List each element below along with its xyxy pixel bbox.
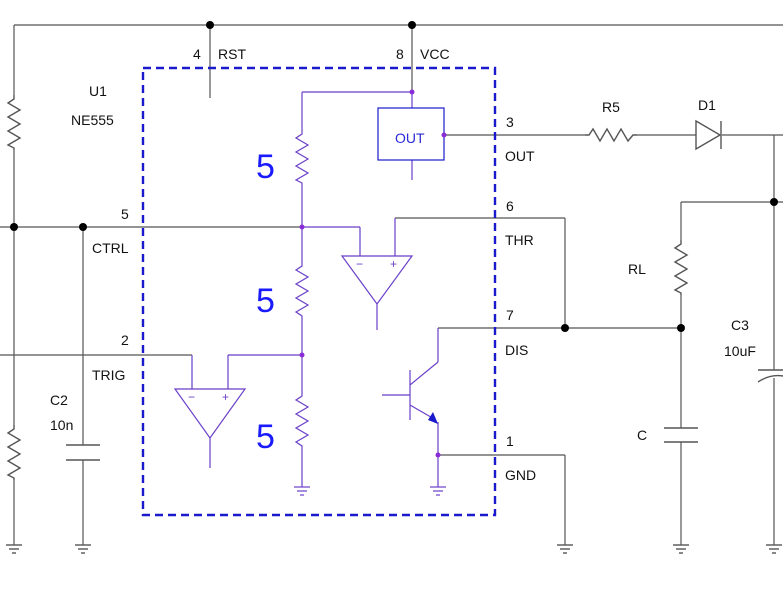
pin-4-number: 4 — [193, 46, 201, 62]
divider-value-bottom: 5 — [256, 418, 275, 456]
junction-dot — [561, 324, 569, 332]
divider-value-top: 5 — [256, 148, 275, 186]
junction-dot — [677, 324, 685, 332]
diode-d1 — [695, 119, 722, 151]
ic-ref-label: U1 — [89, 83, 107, 99]
pin-2-number: 2 — [121, 332, 129, 348]
pin-3-name: OUT — [505, 148, 535, 164]
comparator-trigger-plus: + — [222, 390, 229, 404]
c2-ref-label: C2 — [50, 392, 68, 408]
pin-7-name: DIS — [505, 342, 528, 358]
out-block — [377, 107, 445, 161]
external-wiring — [0, 24, 783, 545]
divider-resistor-top — [294, 130, 310, 185]
ic-part-label: NE555 — [71, 112, 114, 128]
ground-icon — [294, 486, 310, 496]
resistor-r-left-top — [6, 95, 22, 150]
ground-icon — [673, 544, 689, 554]
divider-resistor-bottom — [294, 392, 310, 448]
comparator-threshold-plus: + — [390, 257, 397, 271]
pin-3-number: 3 — [506, 114, 514, 130]
divider-resistor-middle — [294, 262, 310, 318]
r5-ref-label: R5 — [602, 99, 620, 115]
resistor-r-left-bottom — [6, 425, 22, 480]
junction-dot — [299, 224, 305, 230]
ground-icon — [6, 544, 22, 554]
junction-dot — [770, 198, 778, 206]
ground-icon — [430, 486, 446, 496]
junction-dot — [206, 21, 214, 29]
d1-ref-label: D1 — [698, 97, 716, 113]
pin-1-name: GND — [505, 467, 536, 483]
capacitor-c2 — [66, 444, 100, 461]
pin-6-number: 6 — [506, 198, 514, 214]
c-ref-label: C — [637, 427, 647, 443]
comparator-trigger: − + — [173, 388, 247, 440]
junction-dot — [435, 452, 441, 458]
pin-4-name: RST — [218, 46, 246, 62]
ic-border — [141, 66, 497, 517]
pin-7-number: 7 — [506, 307, 514, 323]
c3-value-label: 10uF — [724, 343, 756, 359]
resistor-r5 — [585, 127, 637, 143]
ground-icon — [75, 544, 91, 554]
capacitor-c3 — [757, 369, 783, 383]
junction-dots — [10, 21, 778, 458]
junction-dot — [10, 223, 18, 231]
junction-dot — [408, 21, 416, 29]
c2-value-label: 10n — [50, 417, 73, 433]
ground-icon — [766, 544, 782, 554]
junction-dot — [441, 132, 447, 138]
pin-2-name: TRIG — [92, 367, 125, 383]
pin-8-number: 8 — [396, 46, 404, 62]
ground-symbols — [6, 486, 782, 554]
capacitor-c — [664, 427, 698, 443]
comparator-trigger-minus: − — [188, 390, 195, 404]
junction-dot — [299, 352, 305, 358]
ground-icon — [557, 544, 573, 554]
junction-dot — [79, 223, 87, 231]
rl-ref-label: RL — [628, 261, 646, 277]
pin-5-name: CTRL — [92, 240, 129, 256]
transistor-emitter-arrow — [428, 412, 438, 424]
comparator-threshold-minus: − — [356, 257, 363, 271]
pin-1-number: 1 — [506, 433, 514, 449]
divider-value-middle: 5 — [256, 282, 275, 320]
c3-ref-label: C3 — [731, 317, 749, 333]
comparator-threshold: − + — [340, 255, 414, 306]
pin-8-name: VCC — [420, 46, 450, 62]
pin-5-number: 5 — [121, 206, 129, 222]
out-block-label: OUT — [395, 130, 425, 146]
pin-6-name: THR — [505, 232, 534, 248]
junction-dot — [409, 89, 415, 95]
resistor-rl — [673, 240, 689, 295]
